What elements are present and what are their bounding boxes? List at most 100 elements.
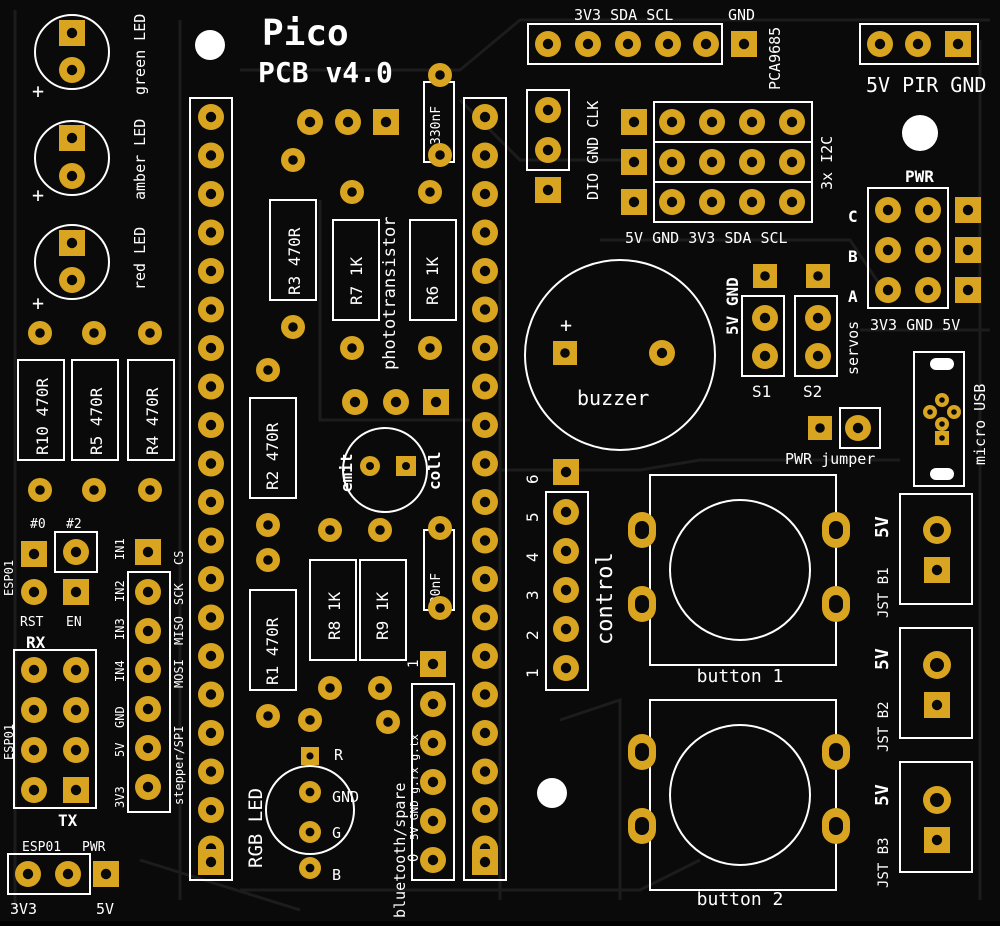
drill-hole (628, 156, 640, 168)
red-led-label: red LED (131, 227, 149, 290)
drill-hole (628, 116, 640, 128)
drill-hole (306, 752, 314, 760)
drill-hole (425, 343, 435, 353)
drill-hole (325, 525, 335, 535)
drill-hole (746, 196, 758, 208)
drill-hole (427, 854, 439, 866)
micro-usb: micro USB (913, 351, 989, 487)
tm1637-header (526, 89, 570, 171)
pwr-row-c: C (848, 207, 858, 226)
drill-hole (435, 523, 445, 533)
drill-hole (656, 347, 668, 359)
drill-hole (931, 834, 943, 846)
drill-hole (142, 546, 154, 558)
mounting-hole (902, 115, 938, 151)
drill-hole (28, 548, 40, 560)
drill-hole (786, 116, 798, 128)
drill-hole (479, 188, 491, 200)
drill-hole (263, 365, 273, 375)
drill-hole (427, 815, 439, 827)
buzzer-plus: + (560, 313, 572, 337)
drill-hole (375, 525, 385, 535)
stepper-mosi-label: MOSI (172, 659, 186, 688)
drill-hole (66, 237, 78, 249)
drill-hole (263, 520, 273, 530)
drill-hole (347, 187, 357, 197)
drill-hole (628, 196, 640, 208)
drill-hole (205, 535, 217, 546)
drill-hole (435, 603, 445, 613)
drill-hole (430, 396, 442, 408)
drill-hole (70, 586, 82, 598)
drill-hole (145, 328, 155, 338)
rgb-label: RGB LED (245, 788, 267, 868)
stepper-cs-label: CS (172, 551, 186, 565)
button1-label: button 1 (697, 666, 784, 687)
drill-hole (100, 868, 112, 880)
drill-hole (930, 658, 944, 672)
i2c-bottom-label: 5V GND 3V3 SDA SCL (625, 229, 788, 247)
drill-hole (263, 555, 273, 565)
pca9685-header: 3V3 SDA SCL GND PCA9685 (527, 6, 784, 90)
drill-hole (939, 435, 945, 441)
green-led-label: green LED (131, 14, 149, 95)
drill-hole (542, 144, 554, 156)
drill-hole (542, 184, 554, 196)
esp-rx-label: RX (26, 633, 46, 652)
esp-p0-label: #0 (30, 517, 46, 532)
drill-hole (479, 458, 491, 469)
esp-p2-label: #2 (66, 517, 82, 532)
stepper-in4-label: IN4 (113, 660, 127, 682)
drill-hole (28, 744, 40, 756)
i2c-hub: 3x I2C 5V GND 3V3 SDA SCL (625, 101, 836, 247)
drill-hole (62, 868, 74, 880)
drill-hole (829, 743, 843, 761)
drill-hole (305, 827, 315, 837)
drill-hole (882, 204, 894, 216)
r7-label: R7 1K (347, 256, 366, 305)
jumper-label: PWR jumper (785, 450, 875, 468)
drill-hole (402, 462, 410, 470)
stepper-sck-label: SCK (172, 583, 186, 605)
drill-hole (70, 744, 82, 756)
esp-bottom-label: ESP01 (22, 840, 61, 855)
control-num-6: 6 (523, 474, 542, 484)
status-leds: + + + green LED amber LED red LED (32, 14, 149, 315)
drill-hole (829, 595, 843, 613)
pwr-row-b: B (848, 247, 858, 266)
r10-label: R10 470R (33, 378, 52, 455)
drill-hole (760, 271, 770, 281)
drill-hole (635, 817, 649, 835)
drill-hole (560, 506, 572, 518)
drill-hole (142, 742, 154, 754)
drill-hole (142, 703, 154, 715)
drill-hole (263, 711, 273, 721)
drill-hole (205, 265, 217, 277)
drill-hole (746, 156, 758, 168)
jst-b3-label: JST B3 (876, 837, 892, 888)
drill-hole (342, 116, 354, 128)
drill-hole (666, 156, 678, 168)
drill-hole (479, 150, 491, 161)
drill-hole (786, 156, 798, 168)
r1-label: R1 470R (263, 617, 282, 685)
drill-hole (142, 664, 154, 676)
drill-hole (205, 496, 217, 508)
led-plus: + (32, 79, 44, 103)
drill-hole (479, 727, 491, 739)
esp01-area: #0 #2 ESP01 RST EN RX ESP01 TX ESP01 PWR… (2, 517, 114, 918)
drill-hole (962, 284, 974, 296)
drill-hole (427, 698, 439, 710)
drill-hole (205, 419, 217, 431)
bluetooth-pins-label: 5V GND g.rx g.tx (408, 734, 421, 840)
jst-5v-label: 5V (872, 516, 893, 538)
pwr-jumper: PWR jumper (785, 407, 881, 468)
esp-en-label: EN (66, 615, 82, 630)
button2-label: button 2 (697, 889, 784, 910)
drill-hole (205, 188, 217, 200)
pca-label: 3V3 SDA SCL (574, 6, 673, 24)
drill-hole (479, 856, 491, 868)
drill-hole (383, 717, 393, 727)
drill-hole (70, 546, 82, 558)
drill-hole (205, 227, 217, 238)
